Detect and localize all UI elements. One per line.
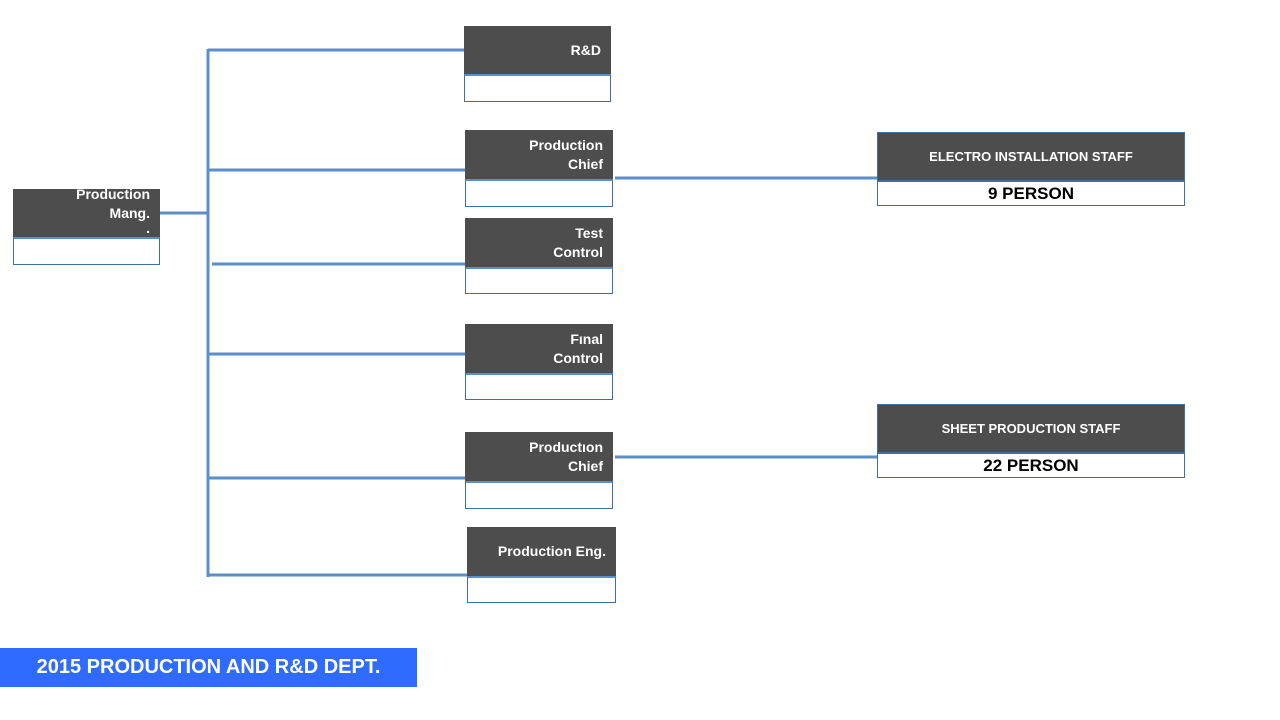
node-value-box: [465, 481, 613, 509]
node-header: Production Eng.: [467, 527, 616, 576]
node-label-line: Control: [553, 349, 603, 366]
staff-node-electro: ELECTRO INSTALLATION STAFF 9 PERSON: [877, 132, 1185, 206]
node-label-line: Chief: [568, 457, 603, 474]
node-production-eng: Production Eng.: [467, 527, 616, 603]
node-label-line: R&D: [570, 41, 601, 58]
node-header: Production Mang. .: [13, 186, 160, 237]
node-header: Test Control: [465, 218, 613, 267]
staff-title: ELECTRO INSTALLATION STAFF: [877, 132, 1185, 181]
node-value-box: [467, 576, 616, 603]
node-label-line: Chief: [568, 155, 603, 172]
node-header: R&D: [464, 26, 611, 74]
node-label-line: Production Eng.: [497, 543, 606, 559]
node-value-box: [465, 267, 613, 294]
node-test-control: Test Control: [465, 218, 613, 294]
node-label-line: .: [146, 220, 150, 236]
node-label-line: Production: [529, 136, 603, 153]
staff-node-sheet: SHEET PRODUCTION STAFF 22 PERSON: [877, 404, 1185, 478]
node-label-line: Production: [76, 186, 150, 202]
node-label-line: Test: [575, 224, 603, 241]
node-value-box: [465, 179, 613, 207]
node-rnd: R&D: [464, 26, 611, 102]
node-header: Fınal Control: [465, 324, 613, 373]
node-value-box: [464, 74, 611, 102]
node-production-chief-2: Productıon Chief: [465, 432, 613, 509]
root-node-production-manager: Production Mang. .: [13, 186, 160, 265]
title-banner: 2015 PRODUCTION AND R&D DEPT.: [0, 648, 417, 687]
staff-title: SHEET PRODUCTION STAFF: [877, 404, 1185, 453]
staff-count: 22 PERSON: [877, 453, 1185, 478]
node-label-line: Productıon: [529, 438, 603, 455]
node-value-box: [13, 237, 160, 265]
node-header: Productıon Chief: [465, 432, 613, 481]
staff-count: 9 PERSON: [877, 181, 1185, 206]
node-header: Production Chief: [465, 130, 613, 179]
node-label-line: Mang.: [109, 205, 150, 221]
node-label-line: Control: [553, 243, 603, 260]
node-value-box: [465, 373, 613, 400]
node-final-control: Fınal Control: [465, 324, 613, 400]
node-production-chief-1: Production Chief: [465, 130, 613, 207]
node-label-line: Fınal: [570, 330, 603, 347]
